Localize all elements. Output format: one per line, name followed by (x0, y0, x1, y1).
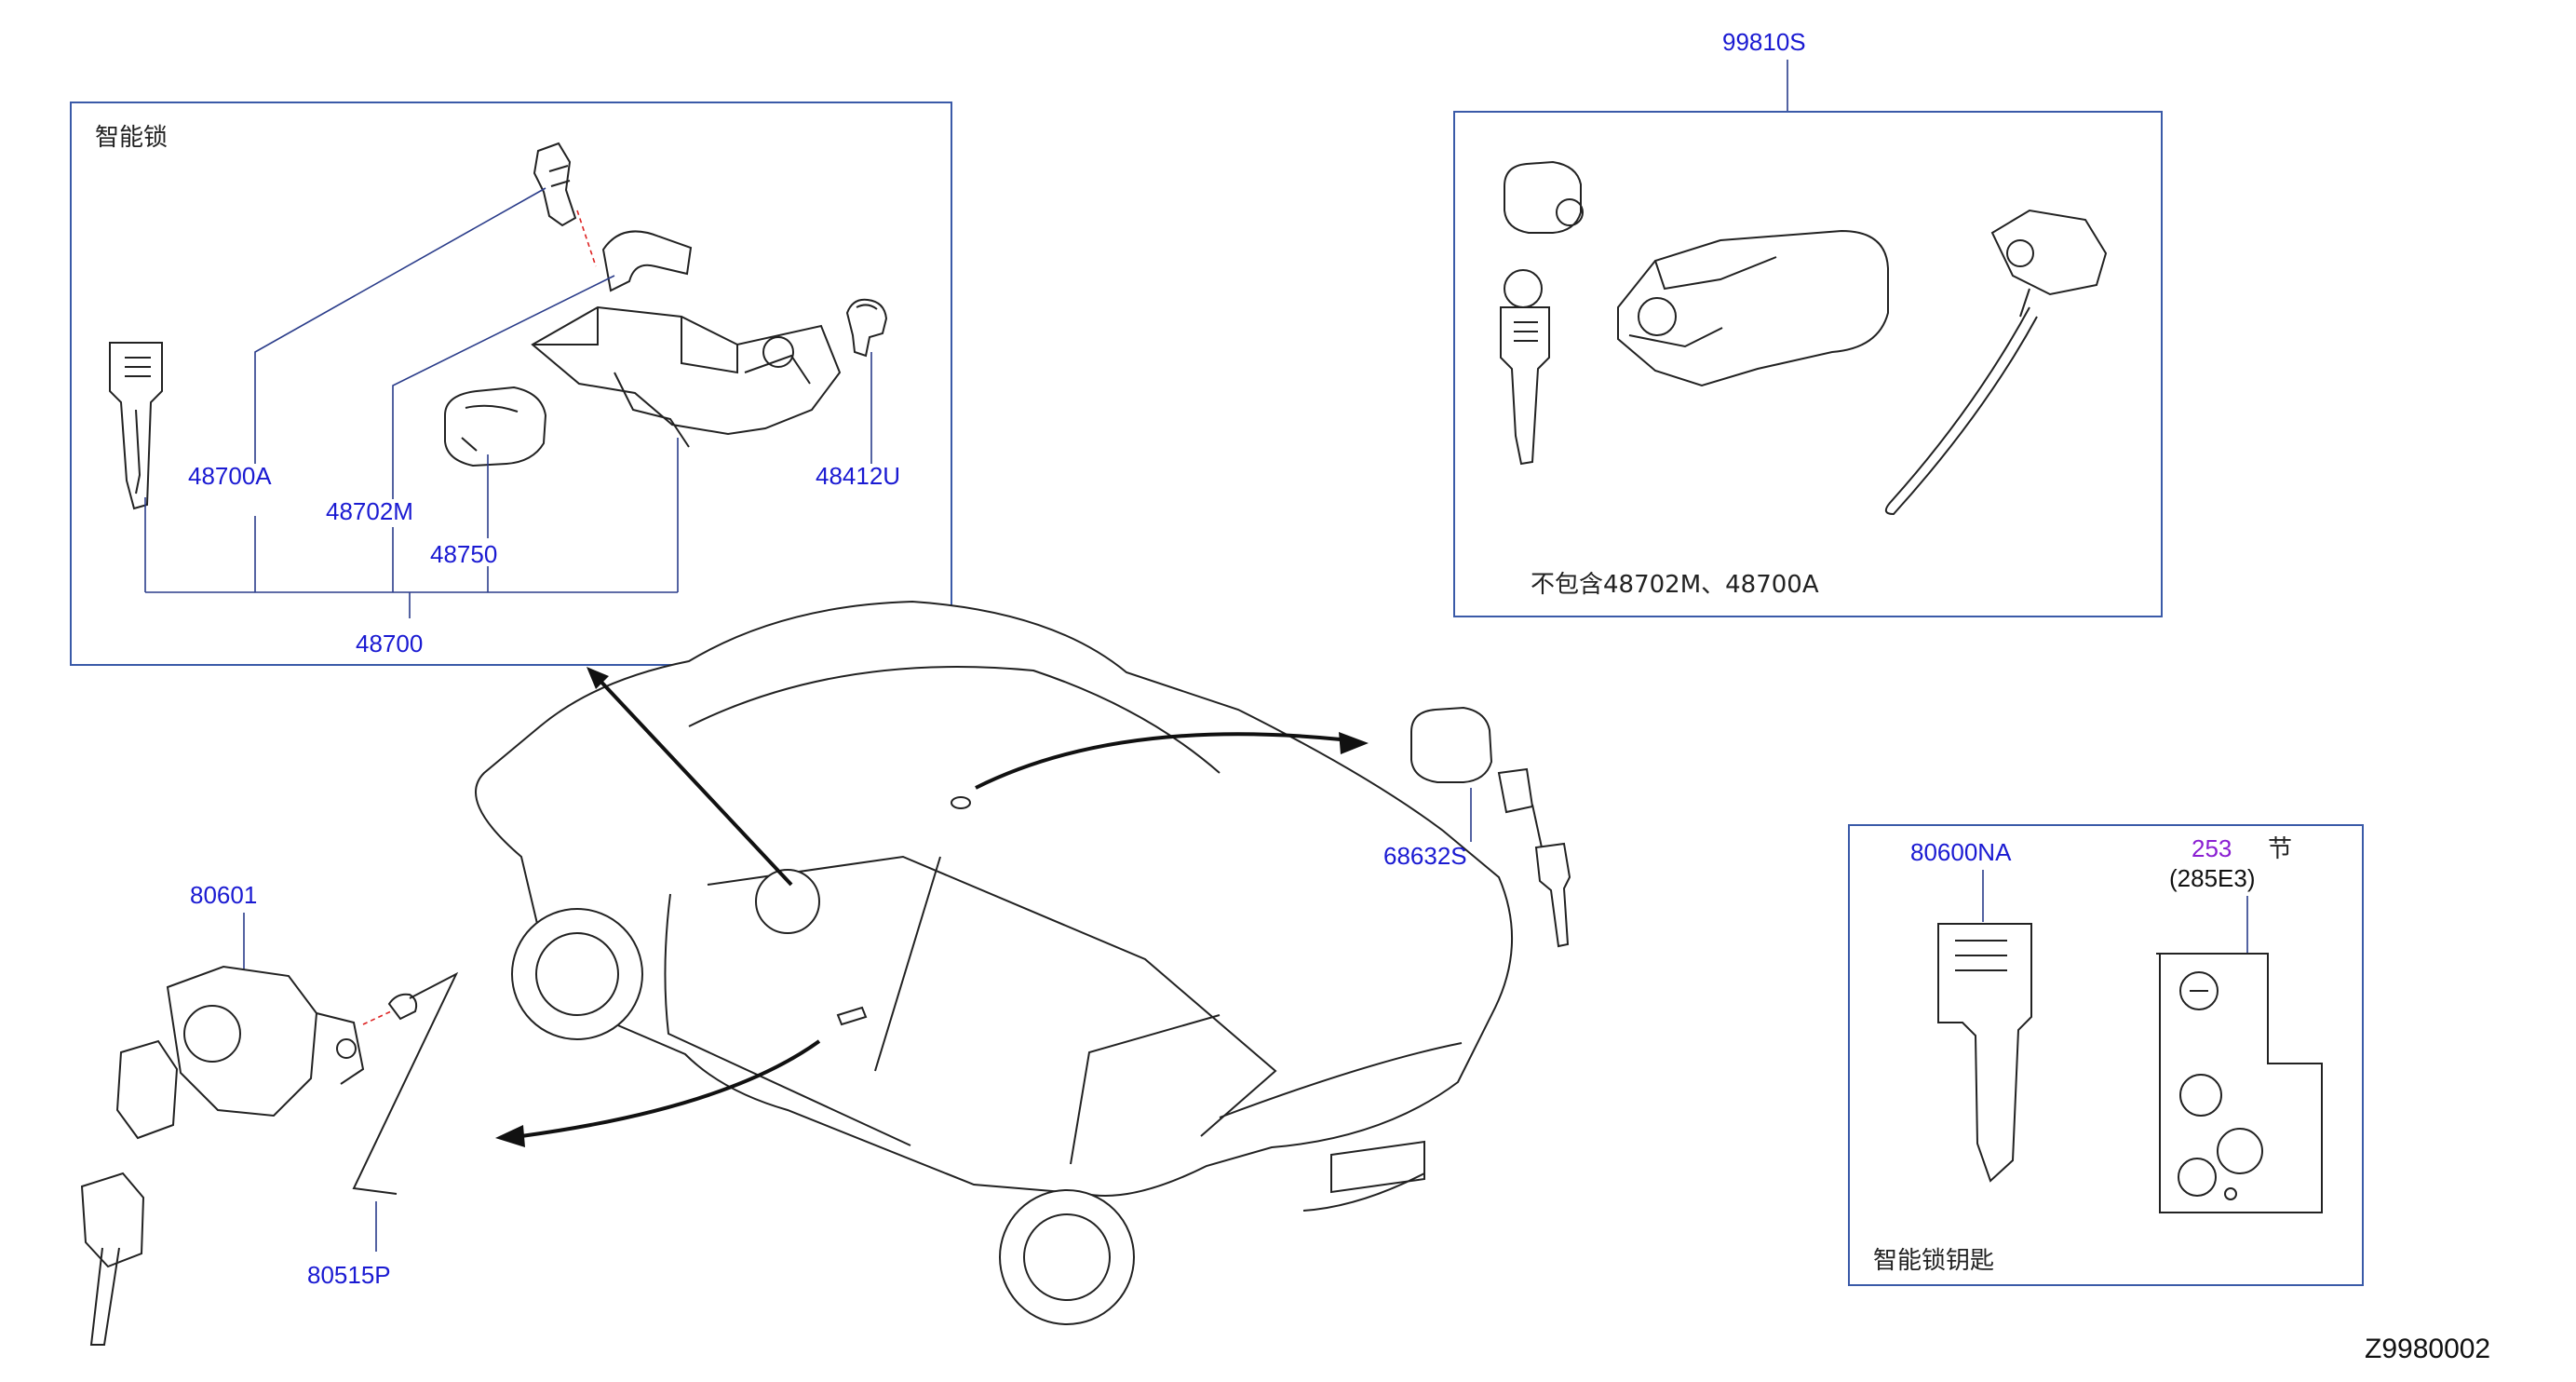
key-illustration (109, 342, 163, 510)
kit-steering-lock-illustration (1617, 229, 1889, 387)
part-number-80515P: 80515P (307, 1261, 391, 1289)
kit-key-illustration (1500, 269, 1550, 466)
door-key-illustration (80, 1039, 179, 1346)
reference-section-label: 节 (2268, 835, 2292, 863)
kit-part-number: 99810S (1722, 28, 1806, 56)
part-number-48412U: 48412U (816, 462, 900, 490)
ignition-switch-illustration (845, 298, 888, 358)
smart-lock-title: 智能锁 (95, 124, 168, 152)
smart-key-panel: 80600NA 253 节 (285E3) 智能锁钥匙 (1848, 824, 2364, 1286)
figure-id: Z9980002 (2365, 1334, 2490, 1364)
smart-lock-frame (70, 102, 952, 666)
smart-lock-leaders (144, 187, 872, 618)
kit-note: 不包含48702M、48700A (1531, 571, 1819, 599)
part-number-68632S: 68632S (1383, 842, 1467, 870)
kit-frame (1453, 111, 2163, 617)
smart-key-frame (1848, 824, 2364, 1286)
part-number-80601: 80601 (190, 881, 257, 909)
kit-panel: 99810S 不包含48702M、48700A (1453, 28, 2163, 617)
part-number-48750: 48750 (430, 540, 497, 568)
smart-key-fob-illustration (2156, 953, 2323, 1213)
part-number-48700A: 48700A (188, 462, 272, 490)
smart-lock-panel: 智能锁 (70, 102, 952, 666)
part-number-80600NA: 80600NA (1910, 838, 2012, 866)
smart-key-title: 智能锁钥匙 (1873, 1247, 1994, 1275)
car-illustration (475, 600, 1514, 1325)
door-lock-spot (755, 869, 820, 934)
bolt-illustration (533, 142, 577, 227)
trunk-cylinder-group: 68632S (1383, 706, 1571, 948)
kit-trunk-lock-illustration (1884, 209, 2108, 516)
clamp-illustration (601, 230, 693, 292)
kit-cylinder-illustration (1504, 160, 1584, 234)
steering-lock-illustration (531, 305, 842, 448)
part-number-48702M: 48702M (326, 497, 413, 525)
door-cylinder-group: 80601 80515P (80, 881, 459, 1346)
smart-key-blade-illustration (1937, 923, 2032, 1183)
part-number-285E3: (285E3) (2169, 864, 2256, 892)
ignition-cylinder-illustration (444, 386, 547, 467)
callout-arrows (495, 667, 1369, 1147)
trunk-key-illustration (1497, 767, 1571, 948)
reference-253: 253 (2192, 834, 2232, 862)
part-number-48700: 48700 (356, 630, 423, 657)
